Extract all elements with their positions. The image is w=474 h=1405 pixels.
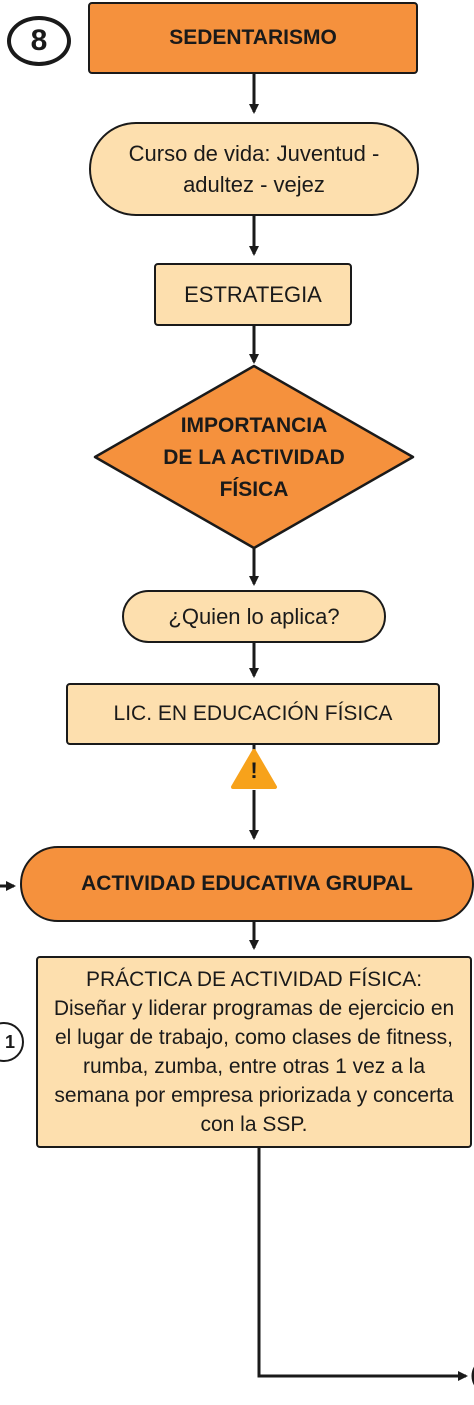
practice-node: PRÁCTICA DE ACTIVIDAD FÍSICA: Diseñar y …: [36, 956, 472, 1148]
strategy-node: ESTRATEGIA: [154, 263, 352, 326]
practice-text: PRÁCTICA DE ACTIVIDAD FÍSICA: Diseñar y …: [53, 968, 455, 1136]
step-number: 8: [30, 24, 48, 57]
role-node: LIC. EN EDUCACIÓN FÍSICA: [66, 683, 440, 745]
life-course-text: Curso de vida: Juventud - adultez - veje…: [128, 141, 380, 197]
warning-glyph: !: [250, 758, 258, 783]
activity-text: ACTIVIDAD EDUCATIVA GRUPAL: [81, 872, 413, 895]
connector-practice-out: [257, 1148, 468, 1381]
importance-text: IMPORTANCIA DE LA ACTIVIDAD FÍSICA: [124, 410, 384, 506]
life-course-node: Curso de vida: Juventud - adultez - veje…: [89, 122, 419, 216]
activity-node: ACTIVIDAD EDUCATIVA GRUPAL: [20, 846, 474, 922]
side-connector-label: 1: [4, 1031, 15, 1052]
who-applies-node: ¿Quien lo aplica?: [122, 590, 386, 643]
title-node: SEDENTARISMO: [88, 2, 418, 74]
step-number-badge: 8: [7, 16, 71, 66]
warning-icon: [231, 749, 277, 789]
title-text: SEDENTARISMO: [169, 26, 337, 49]
importance-line-2: DE LA ACTIVIDAD: [163, 446, 345, 469]
who-applies-text: ¿Quien lo aplica?: [168, 603, 340, 629]
importance-line-3: FÍSICA: [219, 478, 289, 501]
role-text: LIC. EN EDUCACIÓN FÍSICA: [113, 702, 393, 725]
strategy-text: ESTRATEGIA: [184, 281, 322, 307]
importance-line-1: IMPORTANCIA: [180, 414, 328, 437]
